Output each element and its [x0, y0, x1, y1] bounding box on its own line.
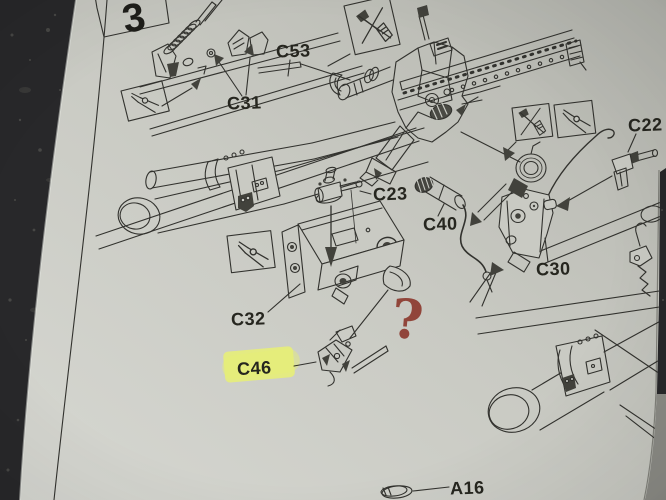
- photo-of-instruction-sheet: 3: [0, 0, 666, 500]
- vignette-overlay: [0, 0, 666, 500]
